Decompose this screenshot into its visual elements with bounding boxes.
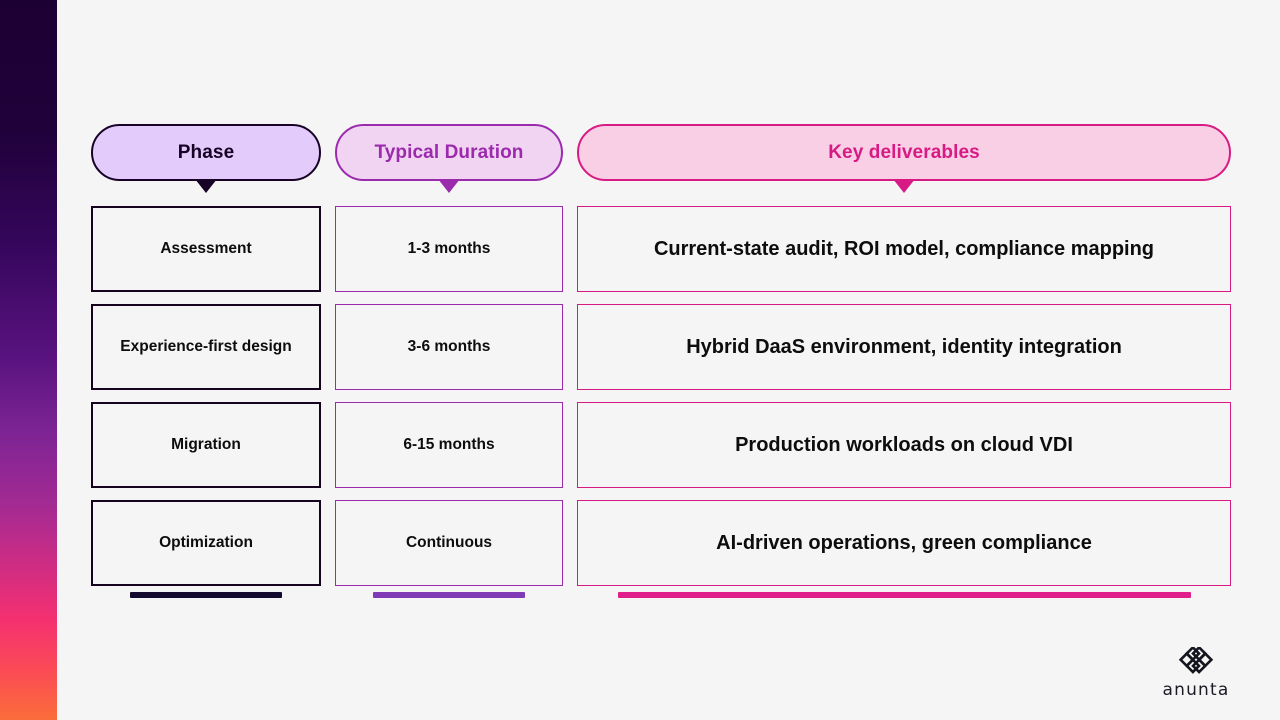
brand-wordmark: anunta (1162, 680, 1230, 700)
table-row: Experience-first design 3-6 months Hybri… (91, 304, 1231, 390)
column-header-phase[interactable]: Phase (91, 124, 321, 193)
accent-bar-duration (373, 592, 525, 598)
cell-deliverables: Production workloads on cloud VDI (577, 402, 1231, 488)
chevron-down-icon (438, 179, 460, 193)
column-accent-bars (91, 592, 1231, 598)
accent-bar-deliverables (617, 592, 1191, 598)
table-row: Assessment 1-3 months Current-state audi… (91, 206, 1231, 292)
cell-deliverables: AI-driven operations, green compliance (577, 500, 1231, 586)
cell-duration: Continuous (335, 500, 563, 586)
accent-wrap-deliverables (577, 592, 1231, 598)
left-gradient-rail (0, 0, 57, 720)
table-row: Optimization Continuous AI-driven operat… (91, 500, 1231, 586)
accent-bar-phase (130, 592, 282, 598)
cell-phase: Experience-first design (91, 304, 321, 390)
column-header-key-deliverables-label: Key deliverables (828, 142, 980, 163)
column-header-typical-duration[interactable]: Typical Duration (335, 124, 563, 193)
cell-phase: Migration (91, 402, 321, 488)
cell-duration: 1-3 months (335, 206, 563, 292)
accent-wrap-phase (91, 592, 321, 598)
table-header-row: Phase Typical Duration Key deliverables (91, 124, 1231, 193)
endless-knot-icon (1176, 647, 1216, 677)
table-body: Assessment 1-3 months Current-state audi… (91, 206, 1231, 586)
cell-duration: 6-15 months (335, 402, 563, 488)
chevron-down-icon (195, 179, 217, 193)
cell-deliverables: Current-state audit, ROI model, complian… (577, 206, 1231, 292)
cell-phase: Optimization (91, 500, 321, 586)
table-row: Migration 6-15 months Production workloa… (91, 402, 1231, 488)
brand-logo: anunta (1156, 647, 1236, 700)
accent-wrap-duration (335, 592, 563, 598)
column-header-phase-label: Phase (177, 142, 235, 163)
cell-duration: 3-6 months (335, 304, 563, 390)
column-header-typical-duration-label: Typical Duration (374, 142, 524, 163)
column-header-key-deliverables[interactable]: Key deliverables (577, 124, 1231, 193)
cell-phase: Assessment (91, 206, 321, 292)
roadmap-table: Phase Typical Duration Key deliverables … (91, 124, 1231, 598)
cell-deliverables: Hybrid DaaS environment, identity integr… (577, 304, 1231, 390)
chevron-down-icon (893, 179, 915, 193)
